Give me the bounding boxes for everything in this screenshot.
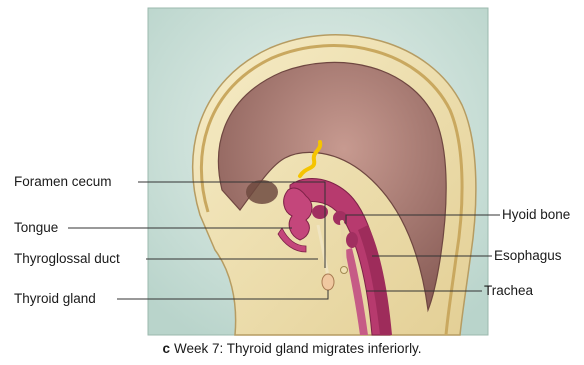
caption-letter: c (162, 341, 170, 356)
pharyngeal-arch (333, 211, 347, 225)
caption-text: Week 7: Thyroid gland migrates inferiorl… (174, 341, 422, 356)
label-tongue: Tongue (14, 220, 58, 236)
label-hyoid-bone: Hyoid bone (502, 207, 570, 223)
hyoid-bone-tip (341, 267, 348, 274)
hyoid-bone (342, 222, 344, 268)
label-trachea: Trachea (484, 283, 533, 299)
pharyngeal-arch (312, 205, 328, 219)
label-thyroglossal-duct: Thyroglossal duct (14, 251, 120, 267)
label-thyroid-gland: Thyroid gland (14, 291, 96, 307)
stomodeum (246, 180, 278, 204)
pharyngeal-arch (346, 232, 358, 248)
label-foramen-cecum: Foramen cecum (14, 174, 112, 190)
thyroid-gland-shape (322, 274, 334, 290)
figure-caption: c Week 7: Thyroid gland migrates inferior… (0, 341, 584, 356)
label-esophagus: Esophagus (494, 248, 562, 264)
